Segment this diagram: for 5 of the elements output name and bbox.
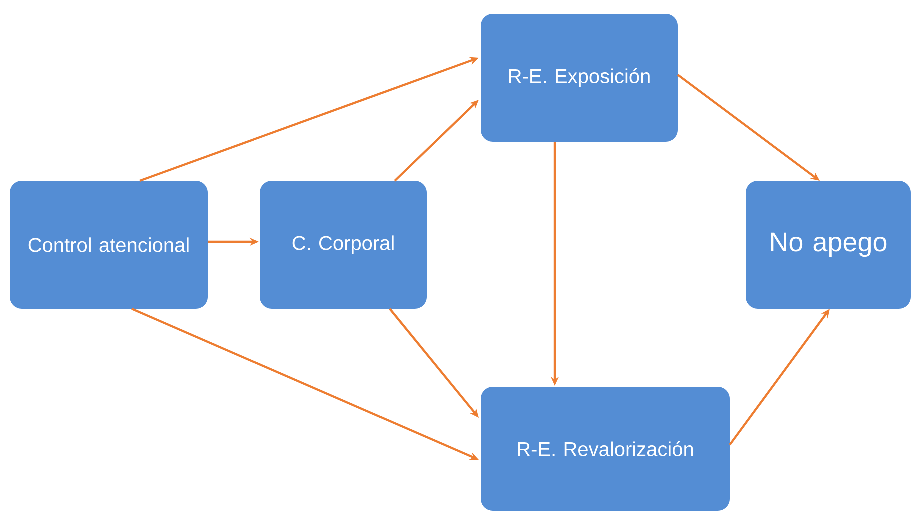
process-box: R-E. Revalorización <box>481 387 730 511</box>
process-box: C. Corporal <box>260 181 427 309</box>
process-box: No apego <box>746 181 911 309</box>
process-box: R-E. Exposición <box>481 14 678 142</box>
process-box: Control atencional <box>10 181 208 309</box>
